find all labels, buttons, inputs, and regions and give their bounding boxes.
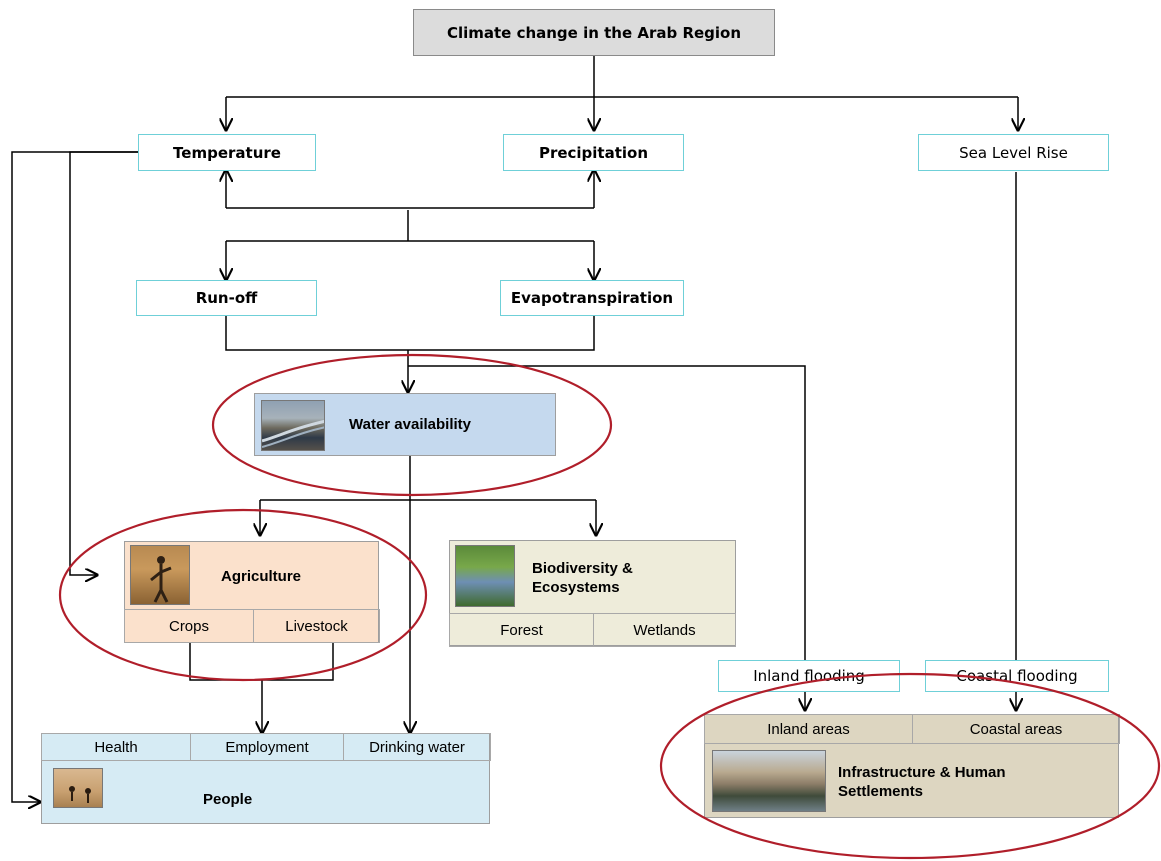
- inland-flooding-label: Inland flooding: [753, 667, 865, 685]
- wetland-photo-icon: [455, 545, 515, 607]
- farmer-photo-icon: [130, 545, 190, 605]
- people-label: People: [203, 791, 253, 808]
- wetlands-label: Wetlands: [633, 621, 696, 639]
- sea-level-rise-box: Sea Level Rise: [918, 134, 1109, 171]
- water-highlight-ellipse: [211, 353, 613, 497]
- forest-label: Forest: [500, 621, 543, 639]
- water-availability-box: Water availability: [254, 393, 556, 456]
- water-availability-label: Water availability: [349, 416, 471, 433]
- health-label: Health: [94, 738, 138, 756]
- wetlands-cell: Wetlands: [593, 613, 736, 647]
- settlement-photo-icon: [712, 750, 826, 812]
- runoff-box: Run-off: [136, 280, 317, 316]
- infrastructure-highlight-ellipse: [659, 672, 1161, 860]
- coastal-areas-cell: Coastal areas: [912, 714, 1120, 744]
- evapotranspiration-box: Evapotranspiration: [500, 280, 684, 316]
- drinking-water-cell: Drinking water: [343, 733, 491, 761]
- biodiversity-box: Biodiversity & Ecosystems Forest Wetland…: [449, 540, 736, 647]
- infrastructure-box: Inland areas Coastal areas Infrastructur…: [704, 714, 1120, 818]
- canal-photo-icon: [261, 400, 325, 451]
- coastal-flooding-label: Coastal flooding: [956, 667, 1078, 685]
- precipitation-box: Precipitation: [503, 134, 684, 171]
- coastal-flooding-box: Coastal flooding: [925, 660, 1109, 692]
- livestock-label: Livestock: [285, 617, 348, 635]
- biodiversity-label-line2: Ecosystems: [532, 579, 620, 596]
- infrastructure-label-line1: Infrastructure & Human: [838, 764, 1006, 781]
- agriculture-box: Agriculture Crops Livestock: [124, 541, 380, 643]
- temperature-box: Temperature: [138, 134, 316, 171]
- agriculture-highlight-ellipse: [58, 508, 428, 682]
- title-box: Climate change in the Arab Region: [413, 9, 775, 56]
- people-box: Health Employment Drinking water People: [41, 733, 491, 824]
- title-text: Climate change in the Arab Region: [446, 23, 742, 42]
- infrastructure-label-line2: Settlements: [838, 783, 924, 800]
- people-photo-icon: [53, 768, 103, 808]
- sea-level-rise-label: Sea Level Rise: [959, 143, 1068, 162]
- drinking-water-label: Drinking water: [369, 738, 465, 756]
- agriculture-label: Agriculture: [221, 568, 302, 585]
- temperature-label: Temperature: [173, 143, 281, 162]
- crops-label: Crops: [168, 617, 209, 635]
- precipitation-label: Precipitation: [538, 143, 649, 162]
- inland-areas-label: Inland areas: [767, 720, 850, 738]
- biodiversity-label-line1: Biodiversity &: [532, 560, 633, 577]
- livestock-cell: Livestock: [253, 609, 380, 643]
- evapotranspiration-label: Evapotranspiration: [510, 289, 674, 307]
- coastal-areas-label: Coastal areas: [969, 720, 1063, 738]
- employment-label: Employment: [225, 738, 309, 756]
- runoff-label: Run-off: [195, 289, 258, 307]
